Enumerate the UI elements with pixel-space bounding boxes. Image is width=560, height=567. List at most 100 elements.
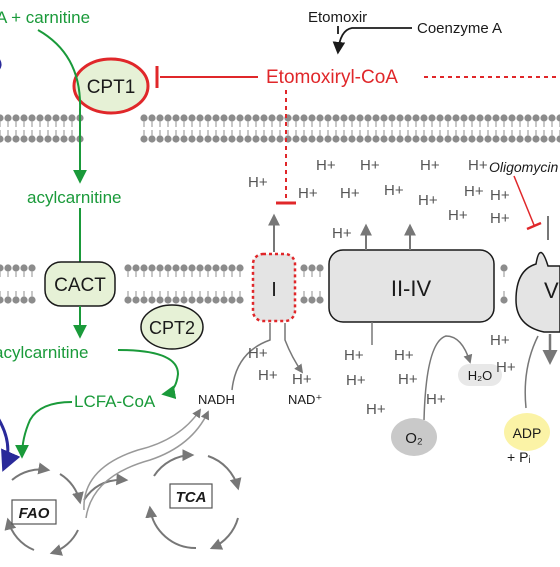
lipid-head xyxy=(260,114,268,122)
adp-to-complex-v-line xyxy=(524,335,539,409)
lipid-head xyxy=(436,135,444,143)
lipid-head xyxy=(452,135,460,143)
lipid-head xyxy=(388,135,396,143)
lipid-head xyxy=(156,296,164,304)
cpt1-label: CPT1 xyxy=(87,77,136,98)
lipid-head xyxy=(300,135,308,143)
lipid-head xyxy=(236,135,244,143)
cpt2-enzyme[interactable] xyxy=(140,304,204,350)
h-plus-label: H+ xyxy=(448,207,468,224)
oligomycin-inhibit-line xyxy=(513,175,535,226)
proton-labels: H+H+H+H+H+H+H+H+H+H+H+H+H+H+H+H+H+H+H+H+… xyxy=(248,157,516,418)
lipid-head xyxy=(412,114,420,122)
complex-v[interactable] xyxy=(515,251,560,333)
lipid-head xyxy=(36,135,44,143)
nad-plus-label: NAD⁺ xyxy=(288,392,322,407)
lipid-head xyxy=(500,114,508,122)
lipid-head xyxy=(372,114,380,122)
lipid-head xyxy=(52,114,60,122)
fao-cycle xyxy=(4,462,84,556)
lipid-head xyxy=(236,296,244,304)
lipid-head xyxy=(204,264,212,272)
lipid-head xyxy=(252,114,260,122)
lipid-head xyxy=(140,135,148,143)
lipid-head xyxy=(492,135,500,143)
lipid-head xyxy=(148,296,156,304)
fao-box xyxy=(11,499,57,525)
lipid-head xyxy=(348,135,356,143)
lipid-head xyxy=(196,114,204,122)
h-plus-label: H+ xyxy=(496,359,516,376)
lipid-head xyxy=(188,135,196,143)
cpt1-enzyme[interactable] xyxy=(72,57,150,115)
lipid-head xyxy=(316,264,324,272)
lipid-head xyxy=(388,114,396,122)
h-plus-label: H+ xyxy=(292,371,312,388)
lipid-head xyxy=(556,114,560,122)
h-plus-label: H+ xyxy=(248,345,268,362)
complex-i[interactable] xyxy=(251,252,297,323)
lipid-head xyxy=(476,114,484,122)
h-plus-label: H+ xyxy=(340,185,360,202)
lcfa-to-acylcarnitine-arrow xyxy=(37,29,87,184)
lipid-head xyxy=(532,135,540,143)
lipid-head xyxy=(452,114,460,122)
lipid-head xyxy=(468,135,476,143)
lipid-head xyxy=(404,114,412,122)
coenzyme-a-label: Coenzyme A xyxy=(417,20,502,37)
complex-ii-iv[interactable] xyxy=(328,249,495,323)
lipid-head xyxy=(228,135,236,143)
h-plus-label: H+ xyxy=(464,183,484,200)
lipid-head xyxy=(28,296,36,304)
lipid-head xyxy=(180,264,188,272)
fao-to-nadh-arrow xyxy=(83,408,201,511)
lipid-head xyxy=(348,114,356,122)
lipid-head xyxy=(356,114,364,122)
lipid-head xyxy=(0,264,4,272)
lipid-head xyxy=(308,296,316,304)
lipid-head xyxy=(444,114,452,122)
lipid-head xyxy=(188,264,196,272)
complex-ii-iv-label: II-IV xyxy=(391,276,432,301)
h-plus-label: H+ xyxy=(258,367,278,384)
nadh-label: NADH xyxy=(198,392,235,407)
o2-bubble xyxy=(391,418,437,456)
lipid-head xyxy=(244,114,252,122)
lipid-head xyxy=(172,135,180,143)
lipid-head xyxy=(12,264,20,272)
lipid-head xyxy=(244,135,252,143)
lipid-head xyxy=(212,135,220,143)
h-plus-label: H+ xyxy=(394,347,414,364)
lipid-head xyxy=(340,135,348,143)
fao-to-nadh-arrow-2 xyxy=(85,410,210,519)
coenzyme-a-arrow xyxy=(332,27,412,55)
lipid-head xyxy=(228,264,236,272)
h-plus-label: H+ xyxy=(360,157,380,174)
lipid-head xyxy=(380,114,388,122)
h-plus-label: H+ xyxy=(490,210,510,227)
lipid-head xyxy=(124,296,132,304)
h-plus-label: H+ xyxy=(384,182,404,199)
lipid-head xyxy=(444,135,452,143)
acylcarnitine-top-label: acylcarnitine xyxy=(27,188,122,207)
lipid-head xyxy=(556,135,560,143)
lipid-head xyxy=(436,114,444,122)
lipid-head xyxy=(524,135,532,143)
lipid-head xyxy=(292,114,300,122)
nadh-to-complex-i-line xyxy=(231,323,271,391)
lcfacoa-to-fao-arrow xyxy=(15,401,73,459)
h-plus-label: H+ xyxy=(418,192,438,209)
lipid-head xyxy=(156,114,164,122)
lipid-head xyxy=(372,135,380,143)
h-plus-label: H+ xyxy=(398,371,418,388)
lipid-head xyxy=(484,114,492,122)
lipid-head xyxy=(132,264,140,272)
lipid-head xyxy=(180,114,188,122)
lipid-head xyxy=(164,296,172,304)
lipid-head xyxy=(308,264,316,272)
lipid-head xyxy=(220,296,228,304)
lipid-head xyxy=(268,114,276,122)
lipid-head xyxy=(428,135,436,143)
lipid-head xyxy=(164,114,172,122)
